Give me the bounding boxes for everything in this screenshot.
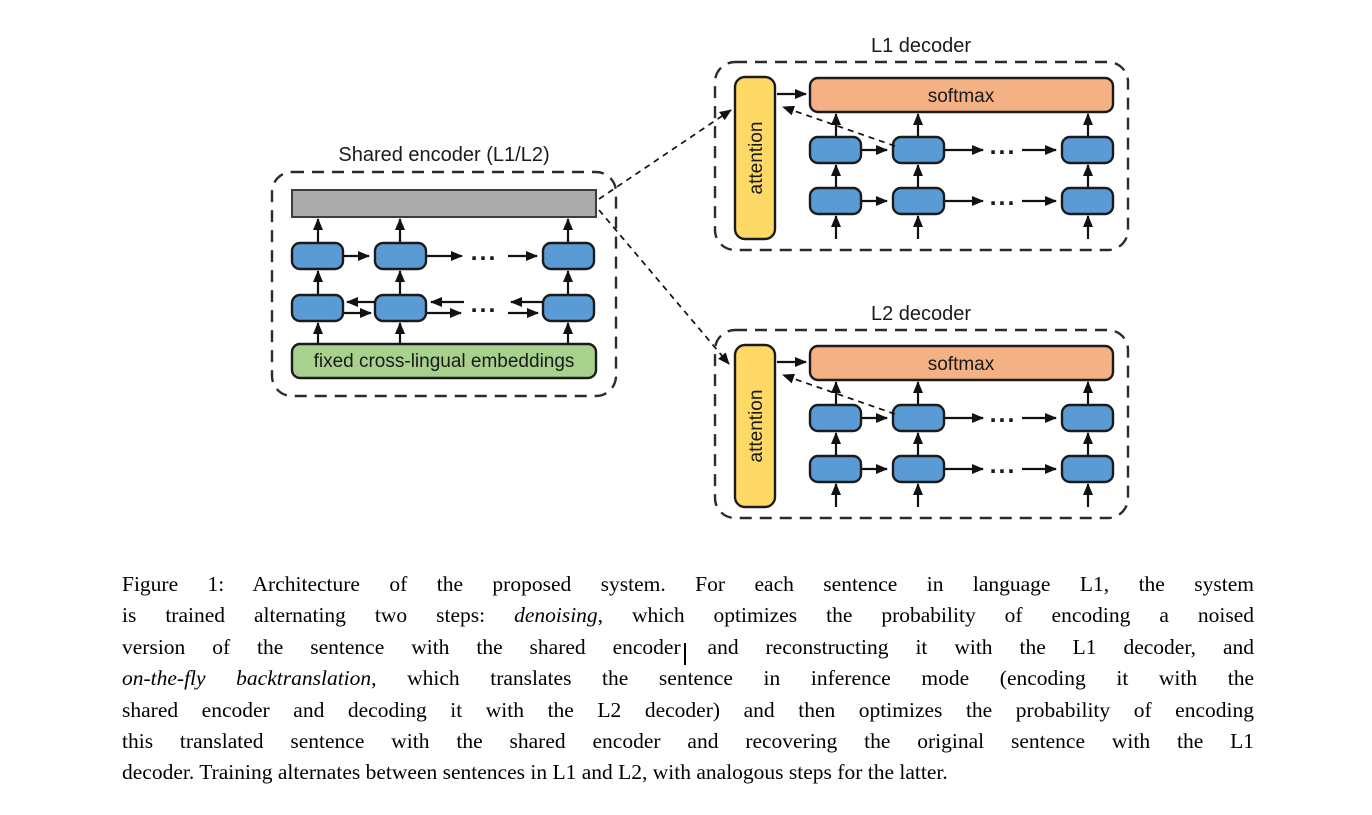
shared-encoder-border (270, 170, 618, 398)
caption-line: Figure 1: Architecture of the proposed s… (122, 572, 1254, 596)
rnn-cell (808, 186, 863, 216)
rnn-cell (808, 135, 863, 165)
softmax-box (808, 344, 1115, 382)
ellipsis: ... (990, 132, 1017, 160)
l1-decoder-border (713, 60, 1130, 252)
shared-encoder-group: Shared encoder (L1/L2) fixed cross-lingu… (270, 144, 618, 398)
architecture-diagram: Shared encoder (L1/L2) fixed cross-lingu… (270, 35, 1130, 520)
dashed-arrow (598, 109, 732, 200)
l2-decoder-title: L2 decoder (871, 303, 971, 325)
softmax-label: softmax (928, 354, 995, 375)
figure-caption: Figure 1: Architecture of the proposed s… (122, 569, 1254, 789)
ellipsis: ... (990, 451, 1017, 479)
attention-label: attention (746, 390, 767, 463)
caption-line: this translated sentence with the shared… (122, 729, 1254, 754)
caption-line: is trained alternating two steps: denois… (122, 603, 1254, 628)
l1-decoder-group: L1 decoder attention softmax ... ... (713, 35, 1130, 252)
softmax-label: softmax (928, 86, 995, 107)
encoder-output-bar (291, 189, 597, 218)
l2-decoder-group: L2 decoder attention softmax ... ... (713, 303, 1130, 520)
rnn-cell (541, 293, 596, 323)
embeddings-box (290, 342, 598, 380)
rnn-cell (290, 293, 345, 323)
l1-decoder-title: L1 decoder (871, 35, 971, 57)
embeddings-label: fixed cross-lingual embeddings (314, 351, 575, 372)
rnn-cell (891, 135, 946, 165)
rnn-cell (891, 403, 946, 433)
rnn-cell (1060, 403, 1115, 433)
attention-label: attention (746, 122, 767, 195)
attention-box (733, 343, 777, 509)
caption-line: version of the sentence with the shared … (122, 634, 1254, 659)
rnn-cell (290, 241, 345, 271)
dashed-arrow (598, 209, 730, 365)
text-cursor (684, 643, 686, 665)
caption-line: decoder. Training alternates between sen… (122, 760, 948, 785)
rnn-cell (373, 293, 428, 323)
shared-encoder-title: Shared encoder (L1/L2) (338, 144, 549, 166)
rnn-cell (373, 241, 428, 271)
attention-box (733, 75, 777, 241)
ellipsis: ... (990, 400, 1017, 428)
caption-line: on-the-fly backtranslation, which transl… (122, 666, 1254, 691)
softmax-box (808, 76, 1115, 114)
rnn-cell (541, 241, 596, 271)
dashed-arrow (782, 373, 896, 415)
rnn-cell (808, 403, 863, 433)
rnn-cell (1060, 135, 1115, 165)
l2-decoder-border (713, 328, 1130, 520)
rnn-cell (891, 454, 946, 484)
rnn-cell (1060, 454, 1115, 484)
caption-line: shared encoder and decoding it with the … (122, 697, 1254, 722)
rnn-cell (808, 454, 863, 484)
ellipsis: ... (990, 183, 1017, 211)
dashed-arrow (782, 105, 896, 147)
rnn-cell (891, 186, 946, 216)
rnn-cell (1060, 186, 1115, 216)
ellipsis: ... (471, 290, 498, 318)
ellipsis: ... (471, 238, 498, 266)
